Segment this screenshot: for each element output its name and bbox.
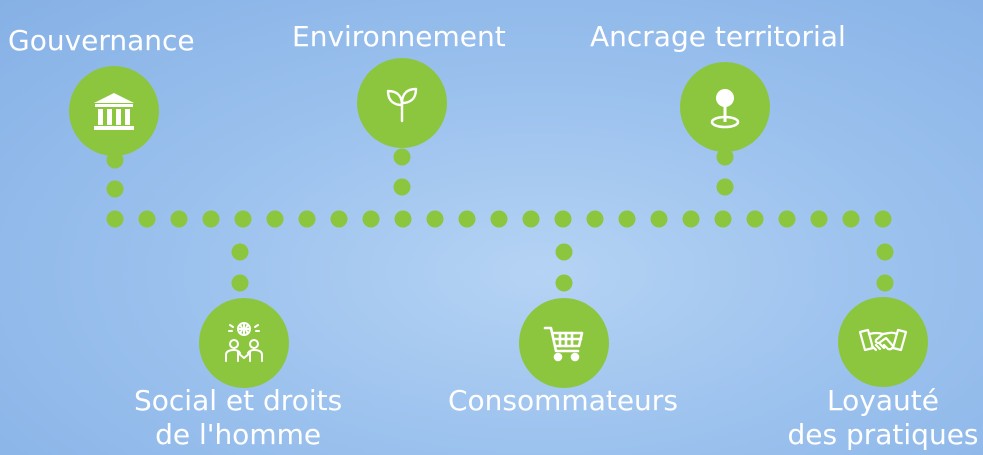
people-globe-icon <box>225 322 263 362</box>
connector-dot <box>522 210 540 228</box>
connector-dot <box>555 243 573 261</box>
connector-dot <box>555 274 573 292</box>
shopping-cart-icon <box>543 326 584 362</box>
ancrage-node <box>680 62 770 152</box>
handshake-icon <box>858 328 908 352</box>
connector-dot <box>810 210 828 228</box>
connector-dot <box>842 210 860 228</box>
connector-dot <box>106 210 124 228</box>
label-environnement: Environnement <box>292 20 506 53</box>
label-consommateurs: Consommateurs <box>448 384 678 417</box>
connector-dot <box>202 210 220 228</box>
social-node <box>199 298 289 388</box>
label-social: Social et droits de l'homme <box>134 384 343 451</box>
government-building-icon <box>94 93 134 130</box>
connector-dot <box>393 178 411 196</box>
connector-dot <box>650 210 668 228</box>
connector-dot <box>231 243 249 261</box>
connector-dot <box>234 210 252 228</box>
connector-dot <box>682 210 700 228</box>
map-pin-icon <box>710 89 740 129</box>
connector-dot <box>170 210 188 228</box>
connector-dot <box>490 210 508 228</box>
leaf-sprout-icon <box>386 87 418 123</box>
connector-dot <box>746 210 764 228</box>
connector-dot <box>362 210 380 228</box>
connector-dot <box>231 274 249 292</box>
connector-dot <box>106 180 124 198</box>
connector-dot <box>876 274 894 292</box>
label-gouvernance: Gouvernance <box>8 24 195 57</box>
connector-dot <box>266 210 284 228</box>
connector-dot <box>330 210 348 228</box>
loyaute-node <box>838 297 928 387</box>
connector-dot <box>716 148 734 166</box>
connector-dot <box>778 210 796 228</box>
connector-dot <box>586 210 604 228</box>
connector-dot <box>876 243 894 261</box>
connector-dot <box>714 210 732 228</box>
connector-dot <box>298 210 316 228</box>
connector-dot <box>716 178 734 196</box>
connector-dot <box>426 210 444 228</box>
connector-dot <box>618 210 636 228</box>
environnement-node <box>357 58 447 148</box>
label-loyaute: Loyauté des pratiques <box>787 384 979 451</box>
connector-dot <box>458 210 476 228</box>
connector-dot <box>874 210 892 228</box>
connector-dot <box>393 148 411 166</box>
connector-dot <box>394 210 412 228</box>
connector-dot <box>138 210 156 228</box>
consommateurs-node <box>519 298 609 388</box>
label-ancrage-territorial: Ancrage territorial <box>590 20 846 53</box>
connector-dot <box>554 210 572 228</box>
gouvernance-node <box>69 66 159 156</box>
